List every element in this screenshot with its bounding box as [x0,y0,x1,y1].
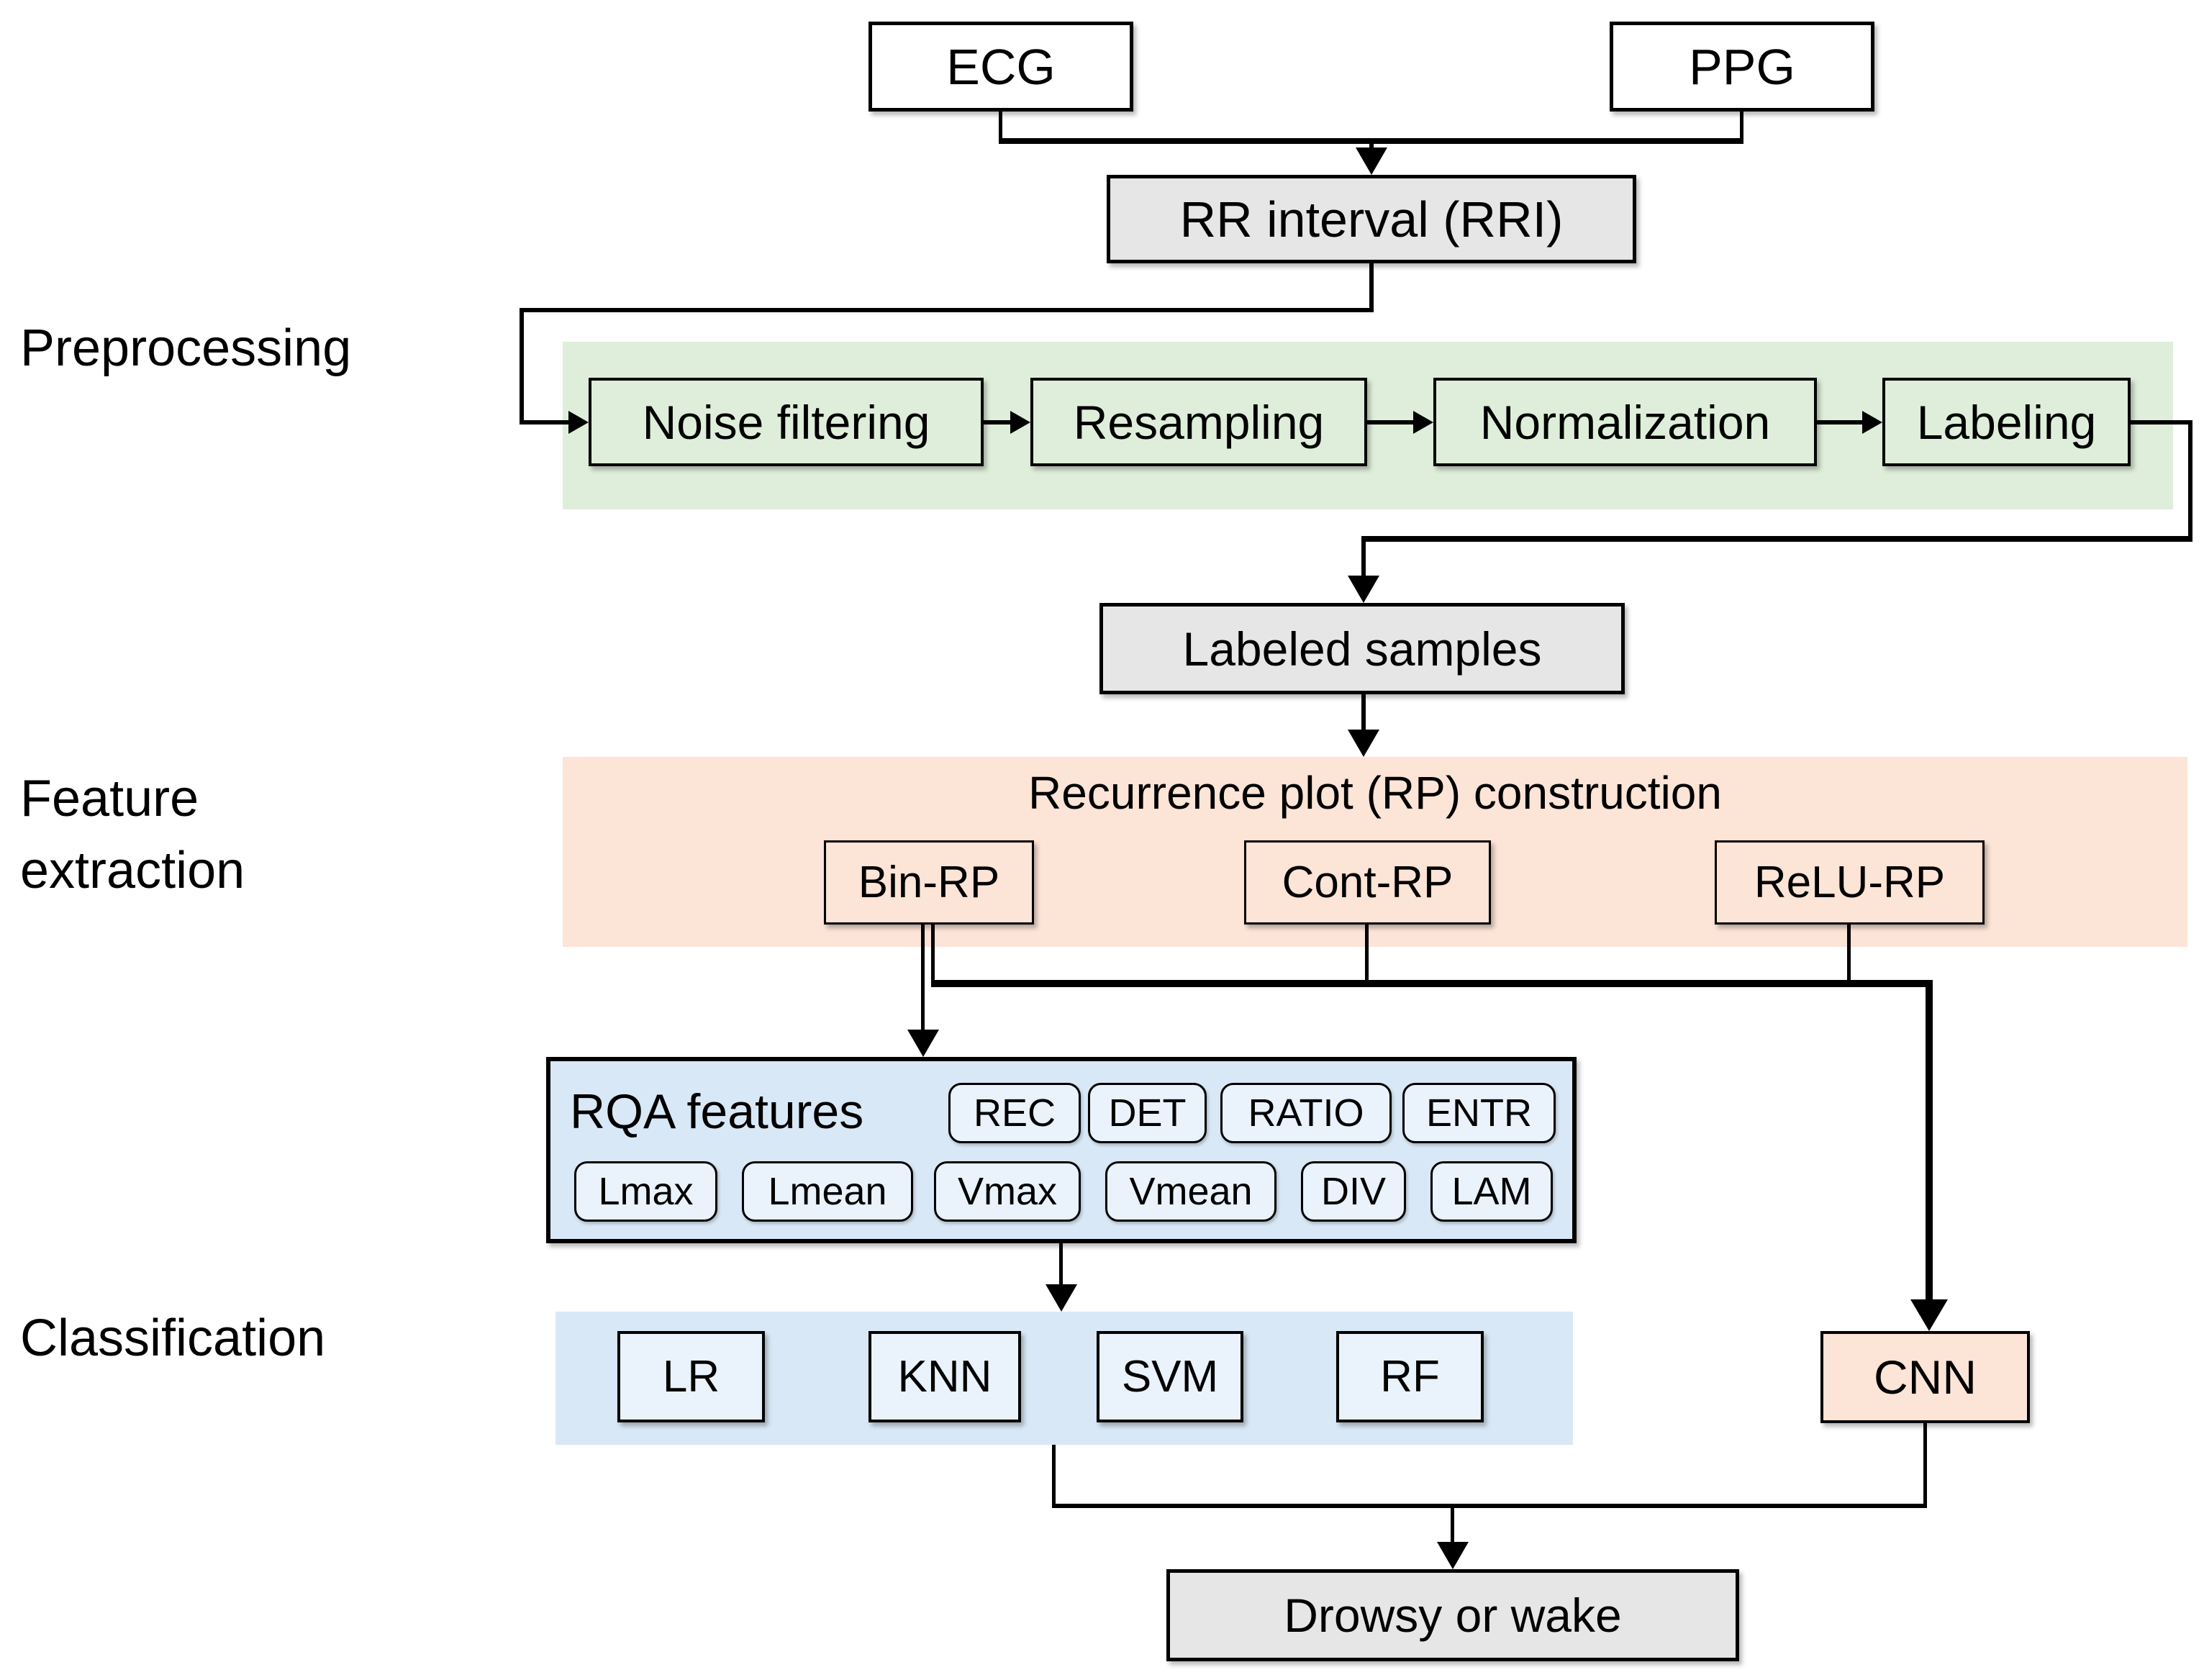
arrowhead-into-normalization [1413,411,1433,434]
labeled-samples-box: Labeled samples [1099,603,1625,694]
arrowhead-into-resampling [1010,411,1030,434]
connector-into-noise-filtering [520,420,573,424]
step-noise-filtering: Noise filtering [589,378,984,466]
rqa-chip-ratio: RATIO [1220,1083,1392,1143]
arrowhead-into-labeled-samples [1348,576,1379,603]
connector-binrp-collector [931,925,935,984]
rqa-chip-div-label: DIV [1320,1170,1387,1213]
rqa-chip-entr: ENTR [1402,1083,1556,1143]
connector-contrp-collector [1365,925,1369,984]
rqa-chip-div: DIV [1301,1161,1406,1222]
connector-rri-in [1369,142,1374,150]
ecg-label: ECG [946,38,1056,95]
step-resampling-label: Resampling [1073,395,1325,449]
cont-rp-label: Cont-RP [1282,857,1454,907]
connector-preprocess-horizontal [520,308,1374,312]
classifier-svm-box: SVM [1097,1331,1243,1422]
arrowhead-into-classification [1046,1284,1077,1312]
labeled-samples-label: Labeled samples [1182,622,1542,676]
arrowhead-into-output [1437,1542,1469,1569]
rri-label: RR interval (RRI) [1179,191,1564,248]
classifier-rf-box: RF [1336,1331,1484,1422]
rqa-features-title: RQA features [570,1084,864,1139]
connector-rri-out-vertical [1369,263,1374,312]
connector-merge-horizontal [999,138,1743,144]
rqa-chip-det-label: DET [1108,1091,1187,1135]
rqa-chip-lam-label: LAM [1451,1170,1532,1213]
connector-output-horizontal [1052,1504,1927,1508]
cnn-box: CNN [1820,1331,2030,1423]
arrowhead-into-noise-filtering [568,411,589,434]
bin-rp-box: Bin-RP [824,840,1034,925]
connector-collector-horizontal [931,980,1933,987]
rqa-chip-lam: LAM [1430,1161,1553,1222]
classifier-knn-box: KNN [869,1331,1021,1422]
step-labeling-label: Labeling [1916,395,2097,449]
step-normalization-label: Normalization [1479,395,1771,449]
rqa-chip-rec: REC [948,1083,1081,1143]
ecg-box: ECG [869,22,1133,112]
connector-into-output [1451,1508,1454,1544]
rqa-chip-lmax-label: Lmax [598,1170,694,1213]
section-label-extraction: extraction [20,842,245,899]
classifier-lr-label: LR [662,1351,720,1402]
rqa-chip-vmean: Vmean [1105,1161,1276,1222]
connector-collector-to-cnn [1926,980,1933,1302]
step-labeling: Labeling [1882,378,2131,466]
arrowhead-into-rqa [907,1030,939,1057]
output-box: Drowsy or wake [1166,1569,1739,1661]
rqa-chip-lmax: Lmax [574,1161,717,1222]
rqa-chip-lmean-label: Lmean [768,1170,887,1213]
cont-rp-box: Cont-RP [1244,840,1491,925]
connector-rqa-out [1059,1243,1063,1286]
connector-ppg-down [1740,112,1743,144]
connector-binrp-to-rqa [921,925,925,1032]
rqa-chip-det: DET [1088,1083,1207,1143]
connector-resampling-normalization [1367,420,1418,424]
relu-rp-label: ReLU-RP [1754,857,1946,907]
rp-construction-title: Recurrence plot (RP) construction [1028,767,1722,819]
rqa-chip-entr-label: ENTR [1426,1091,1532,1135]
step-resampling: Resampling [1030,378,1367,466]
bin-rp-label: Bin-RP [858,857,1000,907]
relu-rp-box: ReLU-RP [1715,840,1985,925]
connector-labeled-samples-in [1361,536,1366,578]
rqa-chip-vmax: Vmax [934,1161,1081,1222]
connector-labeled-samples-out [1361,694,1366,732]
connector-preprocess-vertical [520,308,524,424]
connector-return-horizontal [1361,536,2192,542]
step-normalization: Normalization [1433,378,1817,466]
classifier-lr-box: LR [617,1331,765,1422]
arrowhead-into-labeling [1862,411,1882,434]
section-label-feature: Feature [20,770,199,827]
arrowhead-into-rri [1356,147,1387,175]
connector-normalization-labeling [1817,420,1867,424]
connector-ecg-down [999,112,1002,144]
ppg-box: PPG [1610,22,1874,112]
rqa-chip-vmean-label: Vmean [1129,1170,1253,1213]
cnn-label: CNN [1874,1350,1977,1404]
arrowhead-into-rp-band [1348,730,1379,757]
arrowhead-into-cnn [1910,1299,1948,1331]
rri-box: RR interval (RRI) [1107,175,1636,263]
rqa-chip-rec-label: REC [973,1091,1056,1135]
rqa-chip-vmax-label: Vmax [957,1170,1058,1213]
connector-labeling-out-horizontal [2131,420,2192,424]
classifier-knn-label: KNN [897,1351,992,1402]
ppg-label: PPG [1689,38,1795,95]
connector-nf-resampling [984,420,1016,424]
step-noise-filtering-label: Noise filtering [642,395,930,449]
connector-labeling-out-vertical [2188,420,2192,540]
section-label-preprocessing: Preprocessing [20,319,352,377]
classifier-svm-label: SVM [1121,1351,1219,1402]
connector-relurp-collector [1847,925,1851,984]
rqa-chip-lmean: Lmean [742,1161,913,1222]
rqa-chip-ratio-label: RATIO [1248,1091,1364,1135]
connector-classification-out [1052,1445,1056,1508]
output-label: Drowsy or wake [1284,1589,1622,1642]
section-label-classification: Classification [20,1309,326,1367]
connector-cnn-out [1923,1423,1927,1508]
classifier-rf-label: RF [1380,1351,1440,1402]
